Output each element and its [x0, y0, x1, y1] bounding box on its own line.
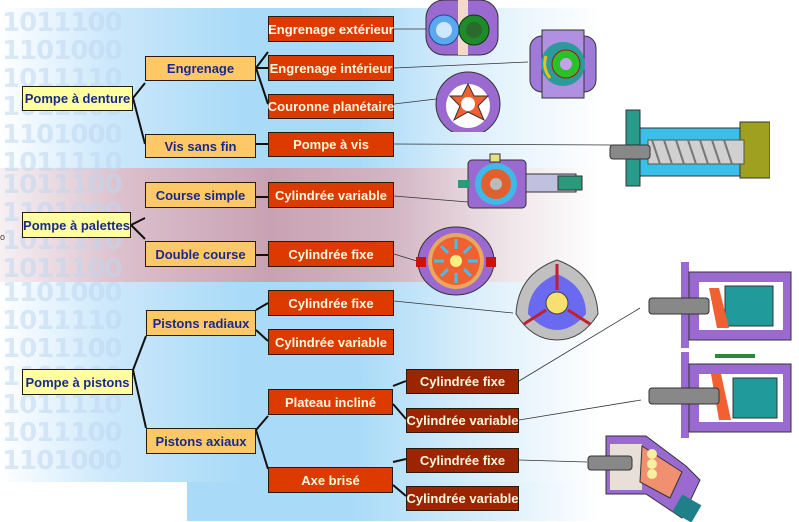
binary-text-row: 1011100	[2, 418, 123, 448]
internal-gear-pump-icon	[529, 29, 597, 99]
node-pompe-a-denture[interactable]: Pompe à denture	[22, 86, 133, 111]
node-palettes-cylindree-fixe[interactable]: Cylindrée fixe	[268, 241, 394, 267]
external-gear-pump-icon	[425, 0, 499, 56]
binary-text-row: 1011110	[2, 306, 123, 336]
binary-text-row: 1011110	[2, 390, 123, 420]
variable-vane-pump-icon	[458, 153, 583, 209]
connector-axe	[392, 458, 407, 497]
node-plateau-incline[interactable]: Plateau incliné	[268, 389, 393, 415]
node-pistons-radiaux[interactable]: Pistons radiaux	[146, 310, 256, 336]
radial-piston-pump-icon	[515, 259, 599, 341]
node-radiaux-cylindree-fixe[interactable]: Cylindrée fixe	[268, 290, 394, 316]
node-double-course[interactable]: Double course	[145, 241, 256, 267]
node-course-simple[interactable]: Course simple	[145, 182, 256, 208]
swashplate-fixed-pump-icon	[648, 262, 792, 348]
node-pompe-a-palettes[interactable]: Pompe à palettes	[22, 212, 131, 238]
binary-text-row: 1101000	[2, 446, 123, 476]
swashplate-variable-pump-icon	[648, 352, 792, 438]
node-couronne-planetaire[interactable]: Couronne planétaire	[268, 94, 394, 119]
node-pompe-a-vis[interactable]: Pompe à vis	[268, 132, 394, 157]
node-engrenage[interactable]: Engrenage	[145, 56, 256, 81]
node-vis-sans-fin[interactable]: Vis sans fin	[145, 134, 256, 158]
node-radiaux-cylindree-variable[interactable]: Cylindrée variable	[268, 329, 394, 355]
node-pistons-axiaux[interactable]: Pistons axiaux	[146, 428, 256, 454]
node-pompe-a-pistons[interactable]: Pompe à pistons	[22, 369, 133, 395]
binary-text-row: 1011100	[2, 170, 123, 200]
connector-pistons	[132, 335, 147, 429]
node-axe-brise[interactable]: Axe brisé	[268, 467, 393, 493]
node-plateau-cylindree-variable[interactable]: Cylindrée variable	[406, 408, 519, 433]
binary-text-row: 1101000	[2, 278, 123, 308]
node-plateau-cylindree-fixe[interactable]: Cylindrée fixe	[406, 369, 519, 394]
binary-text-row: 1011100	[2, 334, 123, 364]
node-axe-cylindree-variable[interactable]: Cylindrée variable	[406, 486, 519, 511]
binary-text-row: 1101000	[2, 120, 123, 150]
connector-axiaux	[255, 415, 269, 470]
planetary-ring-pump-icon	[435, 71, 501, 132]
connector-engrenage	[255, 51, 269, 105]
connector-plateau	[392, 380, 407, 420]
bent-axis-pump-icon	[587, 435, 702, 522]
node-axe-cylindree-fixe[interactable]: Cylindrée fixe	[406, 448, 519, 473]
connector-palettes	[130, 217, 146, 240]
binary-text-row: 1011100	[2, 8, 123, 38]
node-palettes-cylindree-variable[interactable]: Cylindrée variable	[268, 182, 394, 208]
binary-text-row: 1101000	[2, 36, 123, 66]
node-engrenage-exterieur[interactable]: Engrenage extérieur	[268, 16, 394, 42]
screw-pump-icon	[609, 109, 770, 187]
connector-denture	[132, 82, 146, 145]
node-engrenage-interieur[interactable]: Engrenage intérieur	[268, 55, 394, 81]
binary-text-row: 1011110	[2, 148, 123, 178]
binary-text-row: 1011100	[2, 254, 123, 284]
band-piston-pumps-extension	[187, 482, 600, 521]
connector-radiaux	[255, 302, 269, 342]
stray-mark: o	[0, 232, 6, 242]
fixed-vane-pump-icon	[416, 226, 496, 296]
